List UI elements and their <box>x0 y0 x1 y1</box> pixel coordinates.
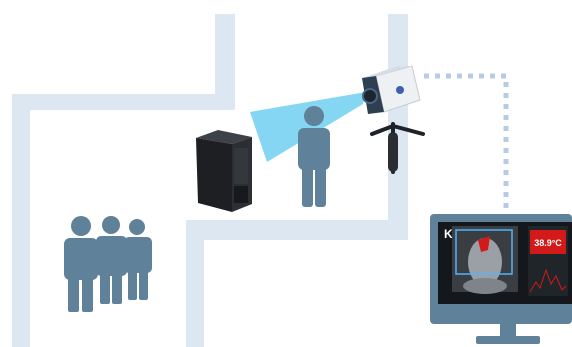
person-head <box>304 106 324 126</box>
waiting-crowd <box>64 216 152 312</box>
network-link <box>424 76 506 216</box>
temperature-readout: 38.9°C <box>534 238 562 248</box>
person-left-leg <box>302 164 313 207</box>
tripod-grip <box>388 132 398 172</box>
monitor: K 38.9°C <box>430 214 572 344</box>
wall-far-left-vertical <box>12 94 30 347</box>
person-torso <box>298 128 330 170</box>
camera-logo <box>396 86 404 94</box>
monitor-stand-base <box>476 336 540 344</box>
wall-left-horizontal <box>12 94 235 110</box>
wall-bottom-horizontal <box>186 220 408 240</box>
crowd-person-back <box>124 219 152 300</box>
blackbody-emitter <box>234 186 248 203</box>
crowd-person-front <box>64 216 98 312</box>
k-logo-icon: K <box>444 227 453 241</box>
person-right-leg <box>315 164 326 207</box>
crowd-person-middle <box>96 216 127 304</box>
monitor-stand-neck <box>500 324 516 337</box>
blackbody-vent-panel <box>234 148 248 184</box>
wall-bottom-vertical <box>186 220 204 347</box>
blackbody-calibrator <box>196 130 252 212</box>
blackbody-front-face <box>196 138 232 212</box>
thermal-neck <box>463 278 507 294</box>
camera-lens <box>363 89 377 103</box>
